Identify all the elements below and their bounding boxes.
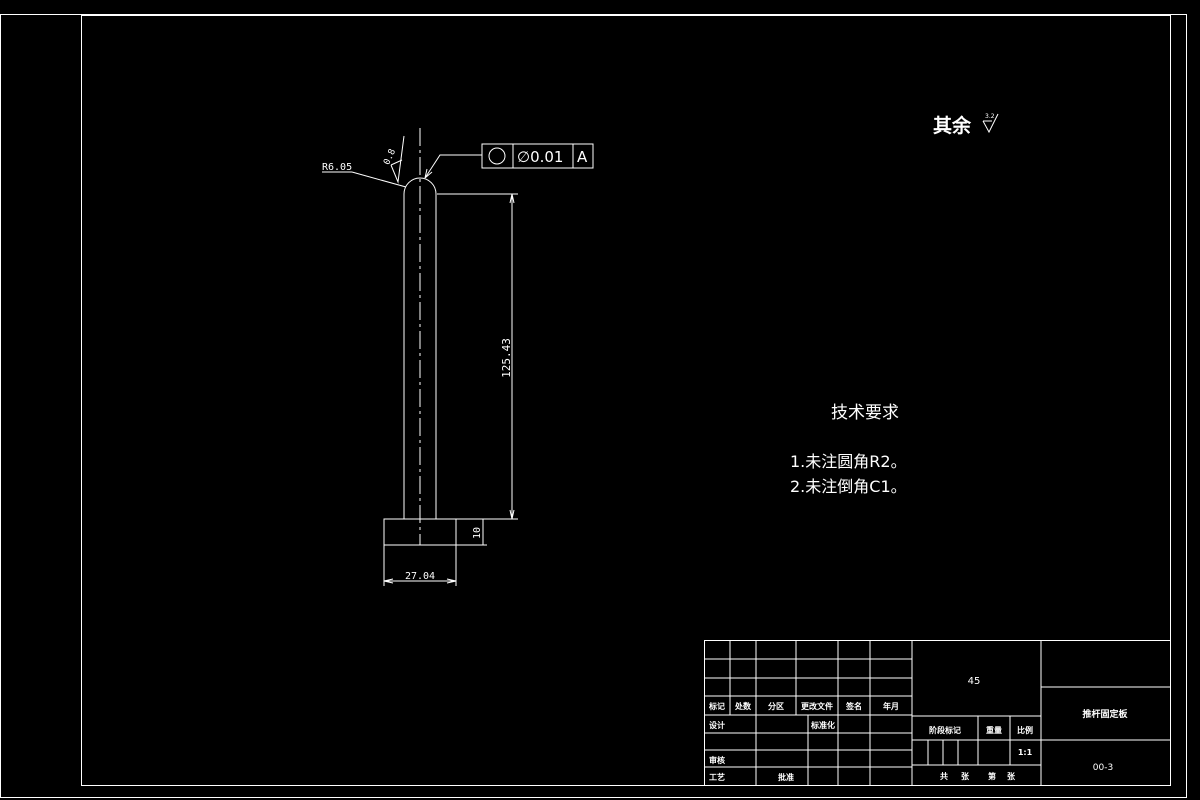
label-scale: 比例	[1017, 725, 1033, 735]
surface-note-label: 其余	[933, 114, 972, 137]
label-page: 张	[1007, 772, 1016, 781]
header-date: 年月	[883, 701, 899, 711]
tolerance-leader	[424, 154, 482, 179]
title-block: 45 推杆固定板 00-3 标记 处数 分区 更改文件 签名 年月 设计 标准化…	[704, 640, 1171, 786]
concentricity-symbol-icon	[488, 147, 506, 165]
tech-requirements: 技术要求 1.未注圆角R2。 2.未注倒角C1。	[790, 403, 907, 496]
roughness-symbol	[390, 135, 405, 184]
arrow-length-bottom	[509, 509, 515, 520]
header-signature: 签名	[845, 701, 862, 711]
header-change-doc: 更改文件	[801, 701, 833, 711]
surface-note-roughness-value: 3.2	[985, 113, 995, 120]
tolerance-value: ∅0.01	[517, 148, 563, 166]
roughness-value: 0.8	[382, 148, 398, 167]
dim-flange-height-label: 10	[472, 527, 483, 539]
label-standardize: 标准化	[810, 720, 835, 730]
part-view: 125.43 10 27.04 R6.05 0.8 ∅0.01 A	[322, 128, 594, 586]
tech-requirements-title: 技术要求	[831, 403, 899, 423]
tolerance-datum: A	[577, 148, 588, 166]
label-sheet-no: 第	[988, 771, 996, 781]
header-mark: 标记	[708, 701, 725, 711]
surface-note: 其余 3.2	[933, 113, 999, 137]
label-total: 共	[940, 771, 948, 781]
tolerance-leader-arrow	[424, 168, 433, 179]
tolerance-frame: ∅0.01 A	[481, 143, 594, 169]
tech-requirement-2: 2.未注倒角C1。	[790, 477, 907, 496]
header-zone: 分区	[768, 701, 784, 711]
scale-value: 1:1	[1018, 748, 1033, 757]
label-weight: 重量	[986, 725, 1002, 735]
dim-flange-width-label: 27.04	[405, 571, 435, 582]
label-approve: 批准	[778, 772, 794, 782]
surface-note-roughness-icon	[982, 113, 999, 134]
label-design: 设计	[709, 720, 725, 730]
flange	[383, 518, 457, 546]
dim-length-label: 125.43	[500, 338, 513, 378]
shaft-rounded-head	[403, 177, 437, 195]
sheet-border	[0, 14, 1187, 798]
part-name: 推杆固定板	[1082, 708, 1128, 720]
label-stage-mark: 阶段标记	[929, 725, 961, 735]
radius-leader-diagonal	[351, 171, 407, 188]
label-review: 审核	[709, 755, 725, 765]
drawing-number: 00-3	[1093, 763, 1113, 773]
arrow-width-left	[383, 578, 394, 584]
header-count: 处数	[734, 701, 752, 711]
arrow-width-right	[446, 578, 457, 584]
label-process: 工艺	[709, 772, 725, 782]
drawing-frame	[81, 15, 1171, 786]
roughness-symbol-bar	[390, 159, 403, 166]
tech-requirement-1: 1.未注圆角R2。	[790, 452, 907, 471]
radius-label: R6.05	[322, 162, 352, 173]
material-value: 45	[968, 676, 981, 687]
arrow-length-top	[509, 193, 515, 204]
label-sheets: 张	[961, 772, 970, 781]
